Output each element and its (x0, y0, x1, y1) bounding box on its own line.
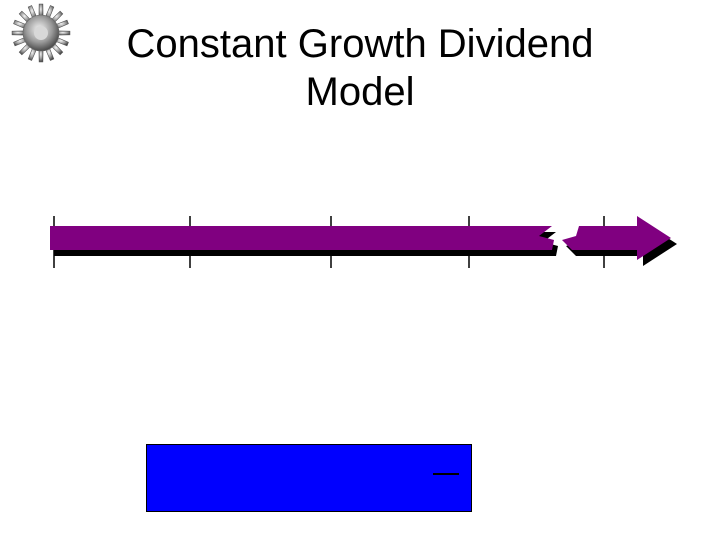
timeline-arrow-left (50, 226, 554, 250)
fraction-bar (433, 473, 459, 475)
slide-title: Constant Growth Dividend Model (60, 20, 660, 116)
formula-box (146, 444, 472, 512)
slide-title-line-2: Model (305, 70, 415, 114)
gear-icon (11, 3, 71, 63)
timeline-arrow-right (562, 216, 671, 260)
slide-title-line-1: Constant Growth Dividend (126, 22, 594, 66)
